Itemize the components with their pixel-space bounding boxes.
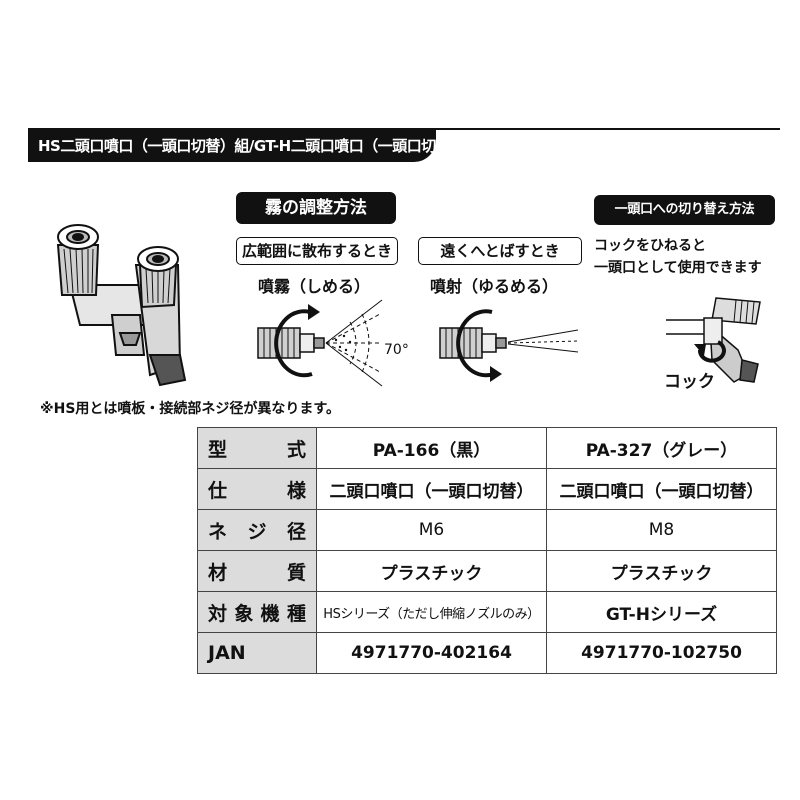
spray-angle: 70° — [384, 342, 409, 358]
row-label-material: 材質 — [197, 550, 317, 592]
jan-pa327: 4971770-102750 — [546, 632, 777, 674]
cock-label: コック — [664, 372, 715, 392]
compatibility-note: ※HS用とは噴板・接続部ネジ径が異なります。 — [40, 401, 341, 417]
target-pa166: HSシリーズ（ただし伸縮ノズルのみ） — [316, 591, 547, 633]
spray-mode-tighten: 噴霧（しめる） — [258, 277, 371, 296]
row-label-thread: ネジ径 — [197, 509, 317, 551]
twin-nozzle-illustration — [56, 224, 187, 387]
table-row: JAN 4971770-402164 4971770-102750 — [197, 632, 777, 674]
spec-table: 型式 PA-166（黒） PA-327（グレー） 仕様 二頭口噴口（一頭口切替）… — [197, 427, 777, 674]
model-pa166: PA-166（黒） — [316, 427, 547, 469]
table-row: 材質 プラスチック プラスチック — [197, 550, 777, 592]
thread-pa166: M6 — [316, 509, 547, 551]
spec-pa166: 二頭口噴口（一頭口切替） — [316, 468, 547, 510]
header-rule — [28, 128, 780, 130]
row-label-jan: JAN — [197, 632, 317, 674]
table-row: 仕様 二頭口噴口（一頭口切替） 二頭口噴口（一頭口切替） — [197, 468, 777, 510]
wide-spray-label: 広範囲に散布するとき — [236, 237, 398, 265]
product-title: HS二頭口噴口（一頭口切替）組/GT-H二頭口噴口（一頭口切替）組 — [28, 130, 480, 162]
mist-adjust-heading: 霧の調整方法 — [236, 192, 396, 224]
material-pa327: プラスチック — [546, 550, 777, 592]
switch-description-line2: 一頭口として使用できます — [594, 260, 762, 276]
wide-spray-illustration — [257, 299, 383, 387]
switch-description-line1: コックをひねると — [594, 238, 706, 254]
row-label-spec: 仕様 — [197, 468, 317, 510]
far-spray-label: 遠くへとばすとき — [418, 237, 582, 265]
table-row: 対象機種 HSシリーズ（ただし伸縮ノズルのみ） GT-Hシリーズ — [197, 591, 777, 633]
spec-pa327: 二頭口噴口（一頭口切替） — [546, 468, 777, 510]
row-label-target: 対象機種 — [197, 591, 317, 633]
jan-pa166: 4971770-402164 — [316, 632, 547, 674]
table-row: ネジ径 M6 M8 — [197, 509, 777, 551]
cock-illustration — [666, 297, 761, 383]
single-head-switch-heading: 一頭口への切り替え方法 — [594, 195, 775, 225]
target-pa327: GT-Hシリーズ — [546, 591, 777, 633]
row-label-model: 型式 — [197, 427, 317, 469]
material-pa166: プラスチック — [316, 550, 547, 592]
table-row: 型式 PA-166（黒） PA-327（グレー） — [197, 427, 777, 469]
jet-mode-loosen: 噴射（ゆるめる） — [430, 277, 559, 296]
switch-description: コックをひねると 一頭口として使用できます — [594, 235, 762, 279]
jet-spray-illustration — [439, 309, 579, 382]
thread-pa327: M8 — [546, 509, 777, 551]
model-pa327: PA-327（グレー） — [546, 427, 777, 469]
